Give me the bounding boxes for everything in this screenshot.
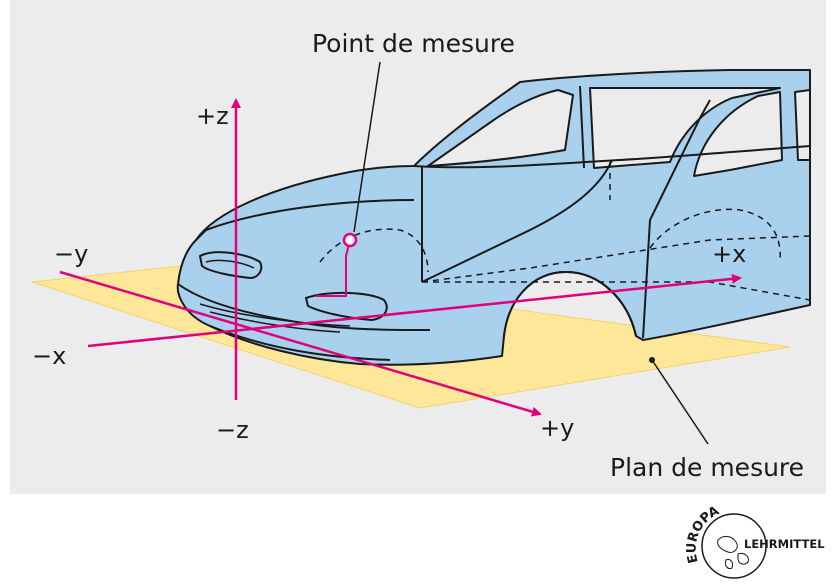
- rear-door-window: [693, 91, 783, 177]
- diagram-panel: Point de mesure Plan de mesure +z −z +x …: [10, 0, 826, 494]
- wheel-arch: [503, 270, 637, 337]
- measuring-plane-dot: [649, 357, 655, 363]
- globe-icon: [701, 513, 767, 579]
- measuring-point: [316, 232, 358, 297]
- plus-x-label: +x: [712, 240, 746, 268]
- headlight-detail: [205, 259, 255, 269]
- headlight: [198, 251, 263, 280]
- logo-name-text: LEHRMITTEL: [744, 537, 825, 551]
- bumper-lines: [199, 303, 351, 333]
- measuring-plane-leader: [651, 359, 709, 445]
- minus-y-label: −y: [54, 240, 88, 268]
- europa-lehrmittel-logo: EUROPA LEHRMITTEL: [686, 498, 836, 584]
- plus-y-label: +y: [540, 414, 574, 442]
- minus-x-label: −x: [32, 342, 66, 370]
- minus-z-label: −z: [216, 416, 249, 444]
- body-lines: [177, 85, 811, 361]
- front-door-window: [589, 87, 781, 169]
- measuring-plane-label: Plan de mesure: [610, 453, 804, 482]
- diagram-svg: Point de mesure Plan de mesure +z −z +x …: [10, 0, 826, 494]
- rear-quarter-window: [794, 89, 811, 161]
- measuring-point-label: Point de mesure: [312, 29, 515, 58]
- globe-continents: [717, 535, 749, 569]
- windshield-window: [427, 89, 574, 167]
- measuring-point-leader: [353, 61, 381, 233]
- plus-z-label: +z: [196, 102, 229, 130]
- y-axis: [59, 270, 542, 417]
- x-axis: [87, 273, 742, 348]
